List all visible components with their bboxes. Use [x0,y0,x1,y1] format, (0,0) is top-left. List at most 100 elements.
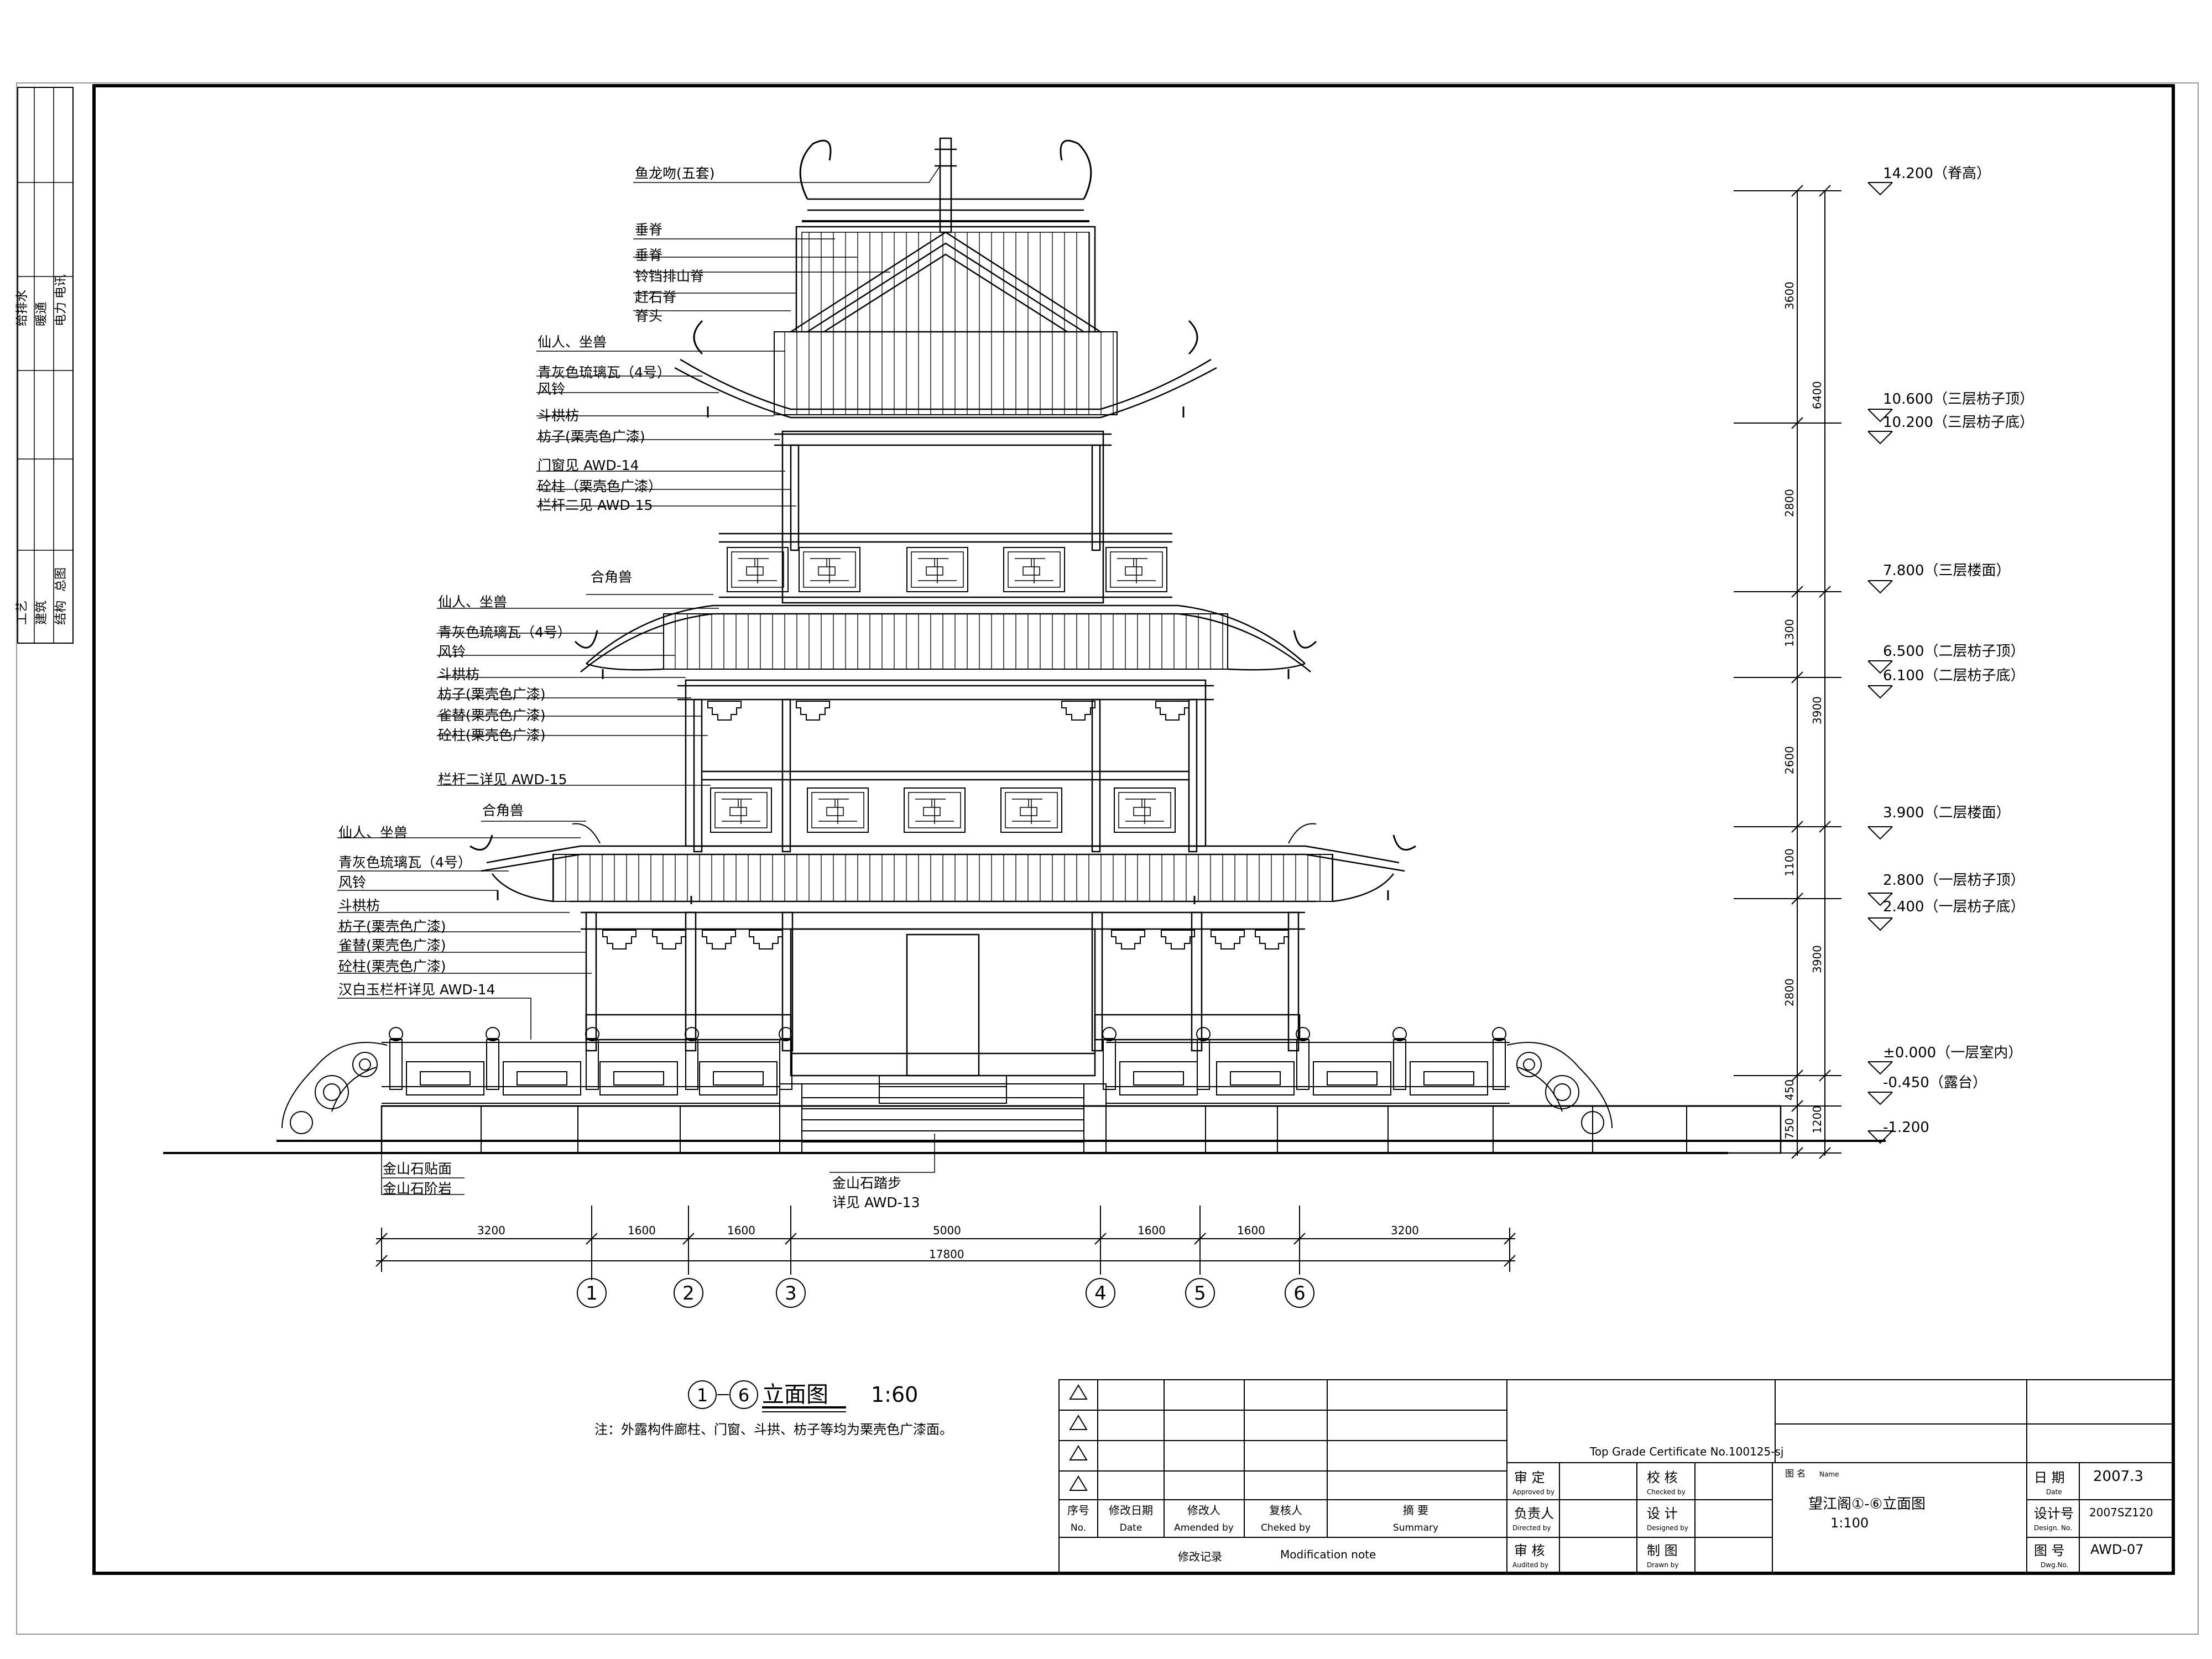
callout-label: 合角兽 [482,802,524,818]
callout-labels: 鱼龙吻(五套) 垂脊 垂脊 铃铛排山脊 赶石脊 脊头 仙人、坐兽 青灰色琉璃瓦（… [338,165,920,1211]
callout-label: 斗栱枋 [338,898,380,914]
rev-header: 复核人 [1269,1504,1302,1517]
vertical-dimension-chain [1734,185,1841,1159]
elevation-label: -0.450（露台） [1883,1074,1987,1091]
marble-balustrade-right [1102,1027,1613,1134]
vdim-label: 2800 [1783,489,1796,517]
callout-label: 赶石脊 [635,289,676,305]
drawing-title-name: 立面图 [762,1382,828,1407]
hdim-label: 3200 [1391,1224,1419,1237]
tb-label: 审 定 [1514,1470,1545,1485]
margin-label: 电讯 [54,274,68,299]
vdim-label: 750 [1783,1118,1796,1139]
first-floor [570,900,1316,1077]
callout-label: 汉白玉栏杆详见 AWD-14 [338,982,495,998]
callout-label: 青灰色琉璃瓦（4号） [538,364,671,380]
margin-signature-block: 给排水 暖通 电力 电讯 工艺 建筑 结构 总图 [15,87,74,644]
hdim-total-label: 17800 [929,1248,964,1261]
elevation-label: 6.500（二层枋子顶） [1883,643,2025,660]
vdim-label: 450 [1783,1079,1796,1100]
rev-header: 摘 要 [1403,1504,1428,1517]
tb-drawing-name: 望江阁①-⑥立面图 [1808,1496,1926,1512]
horizontal-dimension-labels: 3200 1600 1600 5000 1600 1600 3200 17800 [477,1224,1419,1261]
callout-label: 铃铛排山脊 [635,268,704,284]
base-note: 金山石阶岩 [383,1181,452,1197]
callout-label: 斗栱枋 [438,666,479,682]
callout-label: 风铃 [338,874,366,890]
callout-label: 砼柱(栗壳色广漆) [438,727,546,743]
margin-label: 电力 [54,302,68,326]
top-roof [674,137,1217,419]
axis-label: 5 [1194,1282,1206,1305]
rev-header: Date [1120,1522,1142,1533]
axis-label: 3 [785,1282,797,1305]
second-floor [677,679,1214,853]
tb-label: Date [2046,1488,2062,1496]
title-block-text: Top Grade Certificate No.100125-sj 审 定 A… [1512,1445,2153,1569]
hdim-label: 1600 [1138,1224,1166,1237]
tb-label: 设 计 [1647,1506,1678,1521]
certificate-no: Top Grade Certificate No.100125-sj [1589,1445,1783,1458]
tb-design-no: 2007SZ120 [2089,1506,2153,1519]
callout-label: 青灰色琉璃瓦（4号） [338,854,472,870]
callout-label: 风铃 [438,644,466,660]
drawing-title-to: 6 [738,1385,749,1406]
tb-label: Directed by [1512,1524,1551,1532]
tb-label: 审 核 [1514,1543,1545,1558]
vdim-label: 6400 [1811,381,1824,409]
elevation-label: 10.600（三层枋子顶） [1883,391,2034,408]
callout-label: 砼柱（栗壳色广漆） [538,478,662,494]
elevation-label: 10.200（三层枋子底） [1883,414,2034,431]
tb-label: 校 核 [1647,1470,1678,1485]
callout-label: 脊头 [635,308,662,324]
vdim-label: 3900 [1811,945,1824,973]
rev-header: 修改人 [1187,1504,1220,1517]
margin-label: 暖通 [35,302,49,326]
callout-label: 合角兽 [591,569,632,585]
margin-label: 建筑 [35,601,49,625]
tb-label: 设计号 [2034,1506,2074,1521]
callout-label: 枋子(栗壳色广漆) [538,429,645,445]
drawing-title: 1 6 立面图 1:60 注：外露构件廊柱、门窗、斗拱、枋子等均为栗壳色广漆面。 [594,1380,953,1437]
elevation-labels: 14.200（脊高） 10.600（三层枋子顶） 10.200（三层枋子底） 7… [1883,165,2034,1136]
vertical-dimension-labels: 3600 6400 2800 1300 3900 2600 1100 3900 … [1783,281,1824,1139]
title-block [1506,1379,2174,1574]
tb-label: Designed by [1647,1524,1688,1532]
elevation-label: ±0.000（一层室内） [1883,1045,2022,1061]
rev-footer: Modification note [1280,1548,1376,1561]
tb-label: Audited by [1512,1561,1548,1569]
callout-label: 青灰色琉璃瓦（4号） [438,624,571,640]
callout-label: 栏杆二见 AWD-15 [538,497,653,513]
rev-header: 修改日期 [1109,1504,1153,1517]
callout-label: 风铃 [538,381,565,397]
margin-label: 给排水 [15,290,29,326]
tb-drawing-scale: 1:100 [1830,1515,1869,1531]
front-steps [779,1075,1107,1154]
tb-label: Dwg.No. [2041,1561,2068,1569]
vdim-label: 1100 [1783,848,1796,877]
axis-label: 6 [1293,1282,1306,1305]
pavilion-elevation [163,137,1886,1154]
callout-label: 垂脊 [635,247,662,263]
tb-label: Checked by [1647,1488,1686,1496]
axis-label: 4 [1094,1282,1107,1305]
third-floor [719,430,1172,604]
elevation-marks [1867,182,1893,1144]
callout-label: 门窗见 AWD-14 [538,457,639,473]
vdim-label: 3600 [1783,281,1796,310]
tb-label: 负责人 [1514,1506,1554,1521]
margin-label: 结构 [54,601,68,625]
hdim-label: 1600 [1237,1224,1265,1237]
rev-header: 序号 [1067,1504,1089,1517]
drawing-note: 注：外露构件廊柱、门窗、斗拱、枋子等均为栗壳色广漆面。 [594,1422,953,1437]
callout-label: 鱼龙吻(五套) [635,165,715,181]
callout-label: 斗栱枋 [538,408,579,424]
elevation-label: 14.200（脊高） [1883,165,1991,182]
sheet-outer-border [16,82,2199,1635]
tb-dwg-no: AWD-07 [2090,1542,2144,1557]
vdim-label: 2600 [1783,746,1796,774]
tb-label: 图 号 [2034,1543,2065,1558]
drawing-title-from: 1 [697,1385,708,1406]
tb-date: 2007.3 [2093,1468,2143,1485]
